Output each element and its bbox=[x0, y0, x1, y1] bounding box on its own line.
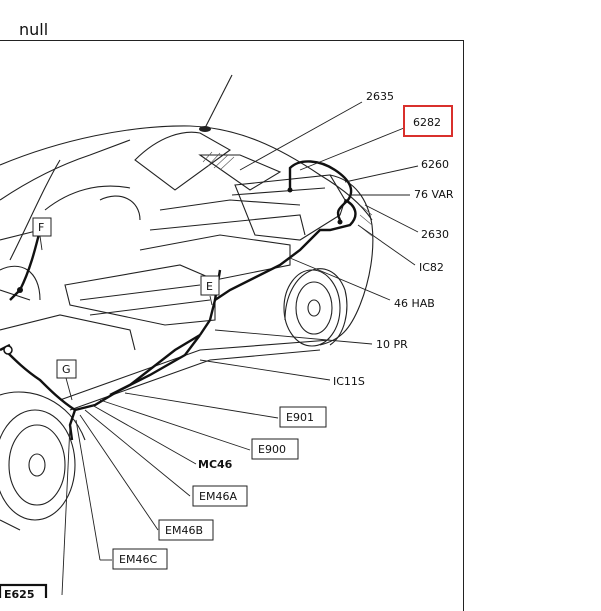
zone-f-label: F bbox=[38, 221, 44, 234]
callout-e901: E901 bbox=[286, 411, 314, 424]
zone-box-e: E bbox=[200, 275, 220, 296]
callout-em46b: EM46B bbox=[165, 524, 203, 537]
highlight-box bbox=[403, 105, 453, 137]
boxed-callout-6282: 6282 bbox=[403, 105, 453, 137]
boxed-callout-em46a: EM46A bbox=[192, 485, 248, 507]
zone-g-label: G bbox=[62, 363, 71, 376]
leader-lines bbox=[39, 101, 419, 596]
callout-ic82: IC82 bbox=[419, 261, 444, 274]
callout-ic11s: IC11S bbox=[333, 375, 365, 388]
callout-2635: 2635 bbox=[366, 90, 394, 103]
boxed-callout-e625: E625 bbox=[0, 583, 48, 598]
diagram-frame bbox=[0, 40, 464, 611]
boxed-callout-e900: E900 bbox=[251, 438, 299, 460]
zone-box-g: G bbox=[56, 359, 77, 379]
wiring-harness bbox=[0, 160, 357, 441]
wiring-diagram: 2635 6260 76 VAR 2630 IC82 46 HAB 10 PR … bbox=[0, 74, 454, 598]
callout-76-var: 76 VAR bbox=[414, 188, 454, 201]
callout-e625: E625 bbox=[4, 588, 34, 598]
callout-em46a: EM46A bbox=[199, 490, 237, 503]
boxed-callout-em46c: EM46C bbox=[112, 548, 168, 570]
zone-box-f: F bbox=[32, 217, 52, 237]
callout-10-pr: 10 PR bbox=[376, 338, 408, 351]
page-label: null bbox=[19, 20, 49, 39]
callout-em46c: EM46C bbox=[119, 553, 157, 566]
callout-2630: 2630 bbox=[421, 228, 449, 241]
boxed-callout-em46b: EM46B bbox=[158, 519, 214, 541]
zone-e-label: E bbox=[206, 280, 213, 293]
antenna-base-icon bbox=[199, 126, 211, 132]
callout-mc46: MC46 bbox=[198, 458, 233, 471]
boxed-callout-e901: E901 bbox=[279, 406, 327, 428]
callout-e900: E900 bbox=[258, 443, 286, 456]
callout-6260: 6260 bbox=[421, 158, 449, 171]
car-body bbox=[0, 74, 374, 531]
connector-dots bbox=[3, 187, 343, 355]
callout-46-hab: 46 HAB bbox=[394, 297, 435, 310]
callout-6282: 6282 bbox=[413, 116, 441, 129]
